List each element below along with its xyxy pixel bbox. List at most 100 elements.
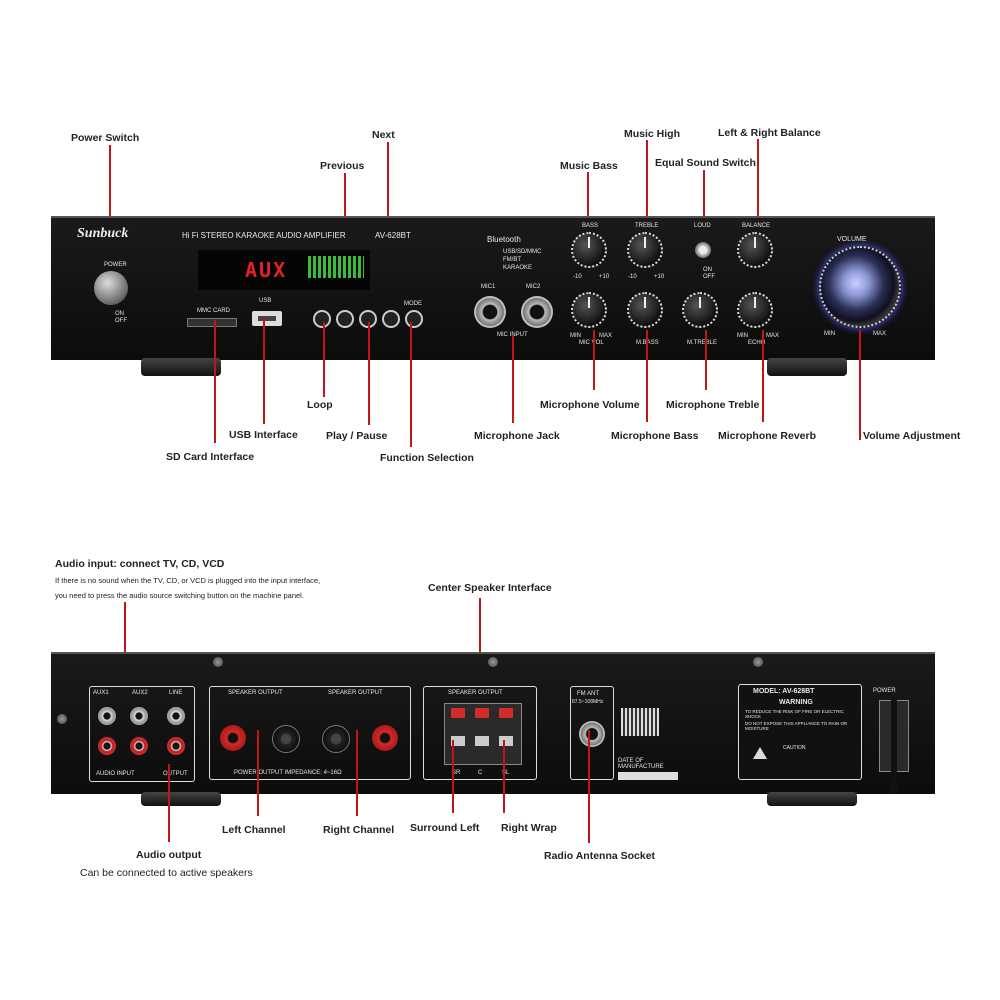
volume-max: MAX [873,331,887,337]
next-button[interactable] [382,310,400,328]
mic-treble-knob[interactable] [682,292,718,328]
line-left-jack[interactable] [167,707,185,725]
caution-triangle-icon [753,747,767,759]
left-channel-red-terminal[interactable] [220,725,246,751]
front-panel: Sunbuck Hi Fi STEREO KARAOKE AUDIO AMPLI… [51,216,935,360]
mic-vol-label: MIC VOL [579,340,604,346]
bass-max: +10 [599,274,610,280]
treble-max: +10 [654,274,665,280]
aux1-right-jack[interactable] [98,737,116,755]
power-cord-cable [891,698,897,794]
echo-min: MIN [737,333,748,339]
mic-volume-knob[interactable] [571,292,607,328]
impedance-label: POWER OUTPUT IMPEDANCE: 4~16Ω [234,770,342,776]
callout-microphone-volume: Microphone Volume [540,399,640,411]
rear-foot-right [767,792,857,806]
sr-label: SR [452,770,461,776]
mic1-jack[interactable] [474,296,506,328]
treble-label: TREBLE [635,223,659,229]
aux1-label: AUX1 [93,690,109,696]
callout-sd-card-interface: SD Card Interface [166,451,255,463]
fm-antenna-block: FM ANT 87.5~108MHz [570,686,614,780]
mic2-jack[interactable] [521,296,553,328]
callout-power-switch: Power Switch [71,132,140,144]
bass-min: -10 [573,274,582,280]
loud-off: OFF [703,274,715,280]
line-right-jack[interactable] [167,737,185,755]
right-channel-red-terminal[interactable] [372,725,398,751]
callout-audio-output: Audio output [136,849,202,861]
caution-label: CAUTION [783,745,806,751]
mic-bass-knob[interactable] [627,292,663,328]
treble-min: -10 [628,274,637,280]
mic-vol-max: MAX [599,333,613,339]
callout-audio-input: Audio input: connect TV, CD, VCD [55,558,225,570]
echo-max: MAX [766,333,780,339]
volume-knob[interactable] [819,246,901,328]
aux2-right-jack[interactable] [130,737,148,755]
power-switch[interactable] [94,271,128,305]
callout-center-speaker-interface: Center Speaker Interface [428,582,552,594]
callout-left-channel: Left Channel [222,824,286,836]
callout-volume-adjustment: Volume Adjustment [863,430,961,442]
callout-loop: Loop [307,399,333,411]
aux2-left-jack[interactable] [130,707,148,725]
rear-panel: AUX1 AUX2 LINE AUDIO INPUT OUTPUT SPEAKE… [51,652,935,794]
audio-input-note-2: you need to press the audio source switc… [55,591,304,600]
callout-right-wrap: Right Wrap [501,822,557,834]
callout-music-high: Music High [624,128,681,140]
spectrum-meter [308,256,364,278]
volume-min: MIN [824,331,835,337]
warning-plate: MODEL: AV-628BT WARNING TO REDUCE THE RI… [738,684,862,780]
source-fm: FM/BT [503,257,521,263]
speaker-output-label-r: SPEAKER OUTPUT [328,690,383,696]
fm-ant-label: FM ANT [577,691,599,697]
left-channel-black-terminal[interactable] [272,725,300,753]
speaker-output-label-l: SPEAKER OUTPUT [228,690,283,696]
m-treble-label: M.TREBLE [687,340,718,346]
date-field [618,772,678,780]
loud-on: ON [703,267,712,273]
brand-logo: Sunbuck [77,226,129,241]
mic2-label: MIC2 [526,284,541,290]
echo-label: ECHO [748,340,766,346]
mode-label: MODE [404,301,422,307]
previous-button[interactable] [336,310,354,328]
warning-text-1: TO REDUCE THE RISK OF FIRE OR ELECTRIC S… [745,709,844,719]
echo-knob[interactable] [737,292,773,328]
bass-label: BASS [582,223,599,229]
warning-label: WARNING [779,699,813,706]
balance-knob[interactable] [737,232,773,268]
callout-play-pause: Play / Pause [326,430,388,442]
surround-speaker-output-label: SPEAKER OUTPUT [448,690,503,696]
usb-port[interactable] [252,311,282,326]
balance-label: BALANCE [742,223,771,229]
audio-input-note-1: If there is no sound when the TV, CD, or… [55,576,321,585]
fm-range-label: 87.5~108MHz [572,699,604,705]
rear-foot-left [141,792,221,806]
source-usb: USB/SD/MMC [503,249,542,255]
display-window: AUX [198,250,370,290]
usb-label: USB [259,298,272,304]
surround-terminal-block[interactable] [444,703,522,765]
loud-switch[interactable] [695,242,711,258]
barcode-label [621,708,659,736]
loop-button[interactable] [313,310,331,328]
speaker-output-lr-block: SPEAKER OUTPUT SPEAKER OUTPUT POWER OUTP… [209,686,411,780]
radio-antenna-socket[interactable] [579,721,605,747]
power-label: POWER [104,262,127,268]
source-karaoke: KARAOKE [503,265,533,271]
sd-card-slot[interactable] [187,318,237,327]
front-foot-right [767,358,847,376]
audio-input-label: AUDIO INPUT [96,771,135,777]
right-channel-black-terminal[interactable] [322,725,350,753]
music-bass-knob[interactable] [571,232,607,268]
mode-button[interactable] [405,310,423,328]
aux1-left-jack[interactable] [98,707,116,725]
front-foot-left [141,358,221,376]
music-high-knob[interactable] [627,232,663,268]
mic1-label: MIC1 [481,284,496,290]
bluetooth-label: Bluetooth [487,235,521,244]
power-off-label: OFF [115,318,127,324]
aux2-label: AUX2 [132,690,148,696]
